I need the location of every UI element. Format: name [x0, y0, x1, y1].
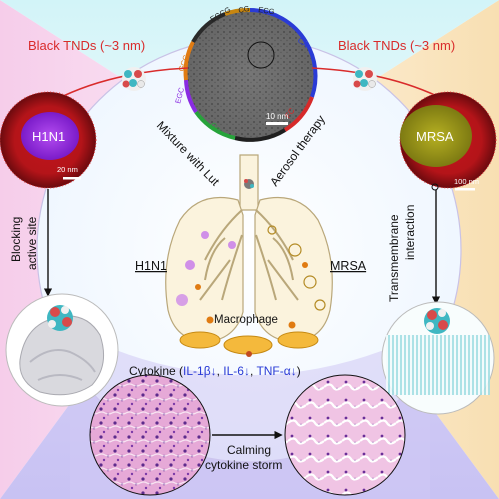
- membrane-image: [381, 301, 495, 415]
- ring-label-cg: CG: [238, 4, 251, 15]
- lung-mrsa-label: MRSA: [330, 259, 367, 273]
- protein-structure-image: [5, 293, 119, 407]
- calming-label: Calming: [227, 443, 271, 457]
- il6-label: IL-6↓: [223, 364, 250, 378]
- tissue-before-image: [89, 374, 211, 496]
- macrophage-label: Macrophage: [214, 314, 278, 326]
- arrow-to-h1n1: [53, 67, 189, 101]
- scale-bar-100nm: 100 nm: [454, 177, 479, 186]
- svg-text:Blocking: Blocking: [9, 217, 23, 262]
- ring-label-ecg: ECG: [258, 5, 276, 16]
- ring-label-egc: EGC: [173, 86, 186, 105]
- blocking-label: Blocking: [9, 217, 23, 262]
- transmembrane-label: Transmembrane: [387, 214, 401, 302]
- tnfa-label: TNF-α↓: [256, 364, 296, 378]
- scale-bar-10nm: 10 nm: [266, 112, 289, 121]
- nanoparticle-icon-left: [122, 67, 146, 91]
- interaction-label: interaction: [403, 205, 417, 260]
- tem-image: [183, 7, 318, 142]
- lungs-illustration: [165, 154, 333, 357]
- scale-bar-20nm: 20 nm: [57, 165, 78, 174]
- tissue-after-image: [284, 374, 406, 496]
- black-tnds-label-left: Black TNDs (~3 nm): [28, 38, 145, 53]
- active-site-label: active site: [25, 216, 39, 270]
- h1n1-virus-label: H1N1: [32, 129, 65, 144]
- lung-h1n1-label: H1N1: [135, 259, 167, 273]
- svg-text:Transmembrane: Transmembrane: [387, 214, 401, 302]
- mrsa-image: [399, 91, 497, 191]
- h1n1-image: [0, 91, 97, 189]
- mrsa-bacteria-label: MRSA: [416, 129, 454, 144]
- cytokine-label: Cytokine (IL-1β↓, IL-6↓, TNF-α↓): [129, 364, 301, 378]
- nanoparticle-icon-right: [353, 67, 377, 91]
- black-tnds-label-right: Black TNDs (~3 nm): [338, 38, 455, 53]
- il1b-label: IL-1β↓: [183, 364, 217, 378]
- cytokine-storm-label: cytokine storm: [205, 458, 282, 472]
